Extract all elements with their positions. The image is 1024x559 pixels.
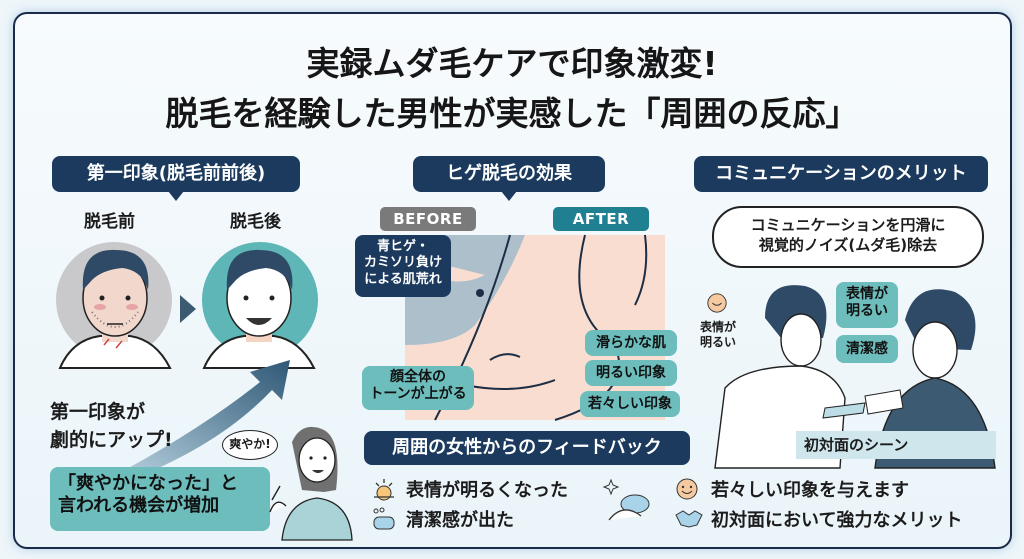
refreshed-callout: 「爽やかになった」と 言われる機会が増加 xyxy=(50,467,270,531)
after-face-illustration xyxy=(202,242,318,369)
tag-cleanliness: 清潔感 xyxy=(836,335,898,363)
first-impression-header: 第一印象(脱毛前前後) xyxy=(52,156,300,201)
feedback-header: 周囲の女性からのフィードバック xyxy=(364,431,690,465)
smile-face-icon xyxy=(675,477,703,501)
tag-bright-expression: 表情が 明るい xyxy=(836,282,898,328)
speech-bubble: 爽やか! xyxy=(222,430,278,460)
upward-arrow-icon xyxy=(110,360,290,480)
benefit-bright-impression: 明るい印象 xyxy=(585,360,677,386)
title-line-1: 実録ムダ毛ケアで印象激変! xyxy=(306,44,718,83)
woman-illustration xyxy=(269,426,353,541)
after-label: 脱毛後 xyxy=(230,212,281,232)
benefit-youthful-impression: 若々しい印象 xyxy=(580,391,680,417)
benefit-smooth-skin: 滑らかな肌 xyxy=(585,330,677,356)
communication-header: コミュニケーションのメリット xyxy=(694,156,988,192)
tone-up-label: 顔全体の トーンが上がる xyxy=(362,366,474,410)
sun-icon xyxy=(370,477,398,501)
feedback-item-cleanliness: 清潔感が出た xyxy=(370,506,514,532)
beard-problem-label: 青ヒゲ・ カミソリ負け による肌荒れ xyxy=(355,235,451,297)
beard-effect-header: ヒゲ脱毛の効果 xyxy=(413,156,605,201)
upgrade-text-line1: 第一印象が xyxy=(50,401,146,423)
communication-speech-bubble: コミュニケーションを円滑に 視覚的ノイズ(ムダ毛)除去 xyxy=(712,206,984,268)
before-face-illustration xyxy=(56,242,172,369)
side-bright-label: 表情が 明るい xyxy=(700,320,737,349)
after-tag: AFTER xyxy=(553,207,649,231)
handshake-icon xyxy=(675,507,703,531)
feedback-item-youthful: 若々しい印象を与えます xyxy=(675,476,909,502)
before-tag: BEFORE xyxy=(380,207,476,231)
smile-face-icon xyxy=(707,293,727,313)
soap-icon xyxy=(370,507,398,531)
before-label: 脱毛前 xyxy=(84,212,135,232)
upgrade-text-line2: 劇的にアップ! xyxy=(50,429,173,451)
feedback-item-bright-expression: 表情が明るくなった xyxy=(370,476,568,502)
washing-hands-icon xyxy=(602,478,650,521)
arrow-right-icon xyxy=(180,295,196,323)
title-line-2: 脱毛を経験した男性が実感した「周囲の反応」 xyxy=(165,94,859,133)
scene-caption: 初対面のシーン xyxy=(796,431,996,459)
feedback-item-first-meeting: 初対面において強力なメリット xyxy=(675,506,962,532)
